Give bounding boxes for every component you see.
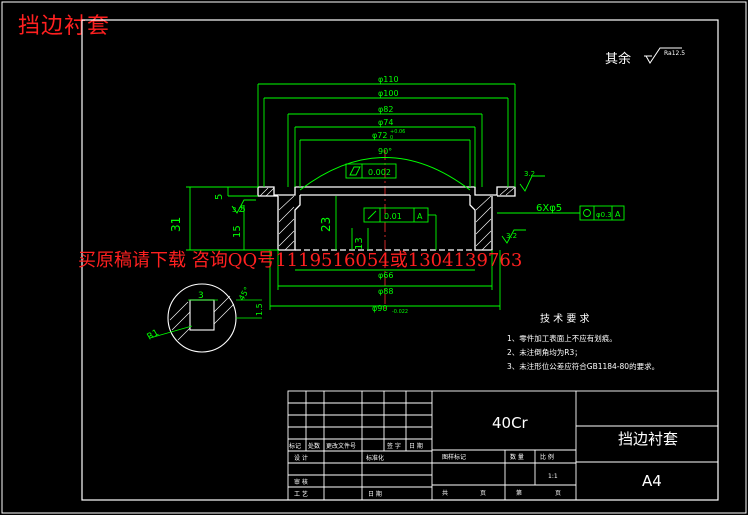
tb-standard: 标准化 xyxy=(366,454,384,462)
runout-datum: A xyxy=(417,212,423,221)
tb-sheet: 页 xyxy=(480,490,486,497)
dim-h31: 31 xyxy=(169,217,183,232)
roughness-general-label: 其余 xyxy=(605,51,631,67)
detail-height: 1.5 xyxy=(255,303,264,316)
flatness-value: 0.002 xyxy=(368,168,391,177)
tb-scale-value: 1:1 xyxy=(548,473,558,480)
dim-d74: φ74 xyxy=(378,118,393,127)
roughness-32-left: 3.2 xyxy=(232,206,243,214)
tb-count: 处数 xyxy=(308,442,320,450)
tb-page: 页 xyxy=(555,490,561,497)
dim-h5b: 5 xyxy=(240,205,246,215)
dim-angle90: 90° xyxy=(378,147,392,156)
tb-date: 日 期 xyxy=(409,442,423,450)
dim-h5a: 5 xyxy=(214,194,225,200)
detail-radius: R1 xyxy=(146,328,161,343)
tb-scale: 比 例 xyxy=(540,453,554,461)
runout-frame xyxy=(363,207,437,250)
diameter-dims xyxy=(257,83,516,310)
position-datum: A xyxy=(615,210,621,219)
material: 40Cr xyxy=(492,414,529,432)
dome-arc xyxy=(299,157,471,191)
dim-d82: φ82 xyxy=(378,105,393,114)
dim-d72: φ72 xyxy=(372,131,387,140)
dim-d90-tol: -0.022 xyxy=(392,309,408,315)
part-name: 挡边衬套 xyxy=(618,430,678,448)
part-section xyxy=(257,186,516,251)
dim-d72-tol-lower: 0 xyxy=(390,135,393,141)
tb-weight: 数 量 xyxy=(510,453,524,461)
tech-req-item-2: 2、未注倒角均为R3； xyxy=(507,347,582,357)
watermark-contact: 买原稿请下载 咨询QQ号1119516054或1304139763 xyxy=(78,250,523,271)
dim-h13: 13 xyxy=(354,237,365,250)
dim-d100: φ100 xyxy=(378,89,399,98)
dim-d90: φ90 xyxy=(372,304,387,313)
roughness-32-top: 3.2 xyxy=(524,170,535,178)
dim-h15: 15 xyxy=(232,225,243,238)
dim-d110: φ110 xyxy=(378,75,399,84)
roughness-32-mid: 3.2 xyxy=(506,232,517,240)
detail-view xyxy=(149,283,262,353)
position-value: φ0.3 xyxy=(596,211,612,219)
tb-sheet-no: 第 xyxy=(516,489,522,497)
dim-d66: φ66 xyxy=(378,271,393,280)
tb-review: 审 核 xyxy=(294,478,308,486)
runout-value: 0.01 xyxy=(384,212,402,221)
dim-h23: 23 xyxy=(319,217,333,232)
title-block xyxy=(287,390,719,501)
sheet-size: A4 xyxy=(642,472,662,490)
tb-stage-mark: 图样标记 xyxy=(442,453,466,461)
holes-label: 6Xφ5 xyxy=(536,203,562,214)
tb-sign: 签 字 xyxy=(387,442,401,450)
tb-total: 共 xyxy=(442,489,448,497)
dim-d88: φ88 xyxy=(378,287,393,296)
tb-process: 工 艺 xyxy=(294,490,308,498)
position-frame xyxy=(497,205,625,221)
tb-design: 设 计 xyxy=(294,454,308,462)
tech-req-item-1: 1、零件加工表面上不应有划痕。 xyxy=(507,333,617,343)
dim-d72-tol-upper: +0.06 xyxy=(390,129,405,135)
flatness-frame xyxy=(345,163,397,179)
tech-req-title: 技 术 要 求 xyxy=(540,312,590,325)
detail-width: 3 xyxy=(198,291,204,301)
section-hatch xyxy=(259,187,515,251)
roughness-general-value: Ra12.5 xyxy=(664,50,685,57)
tb-date2: 日 期 xyxy=(368,490,382,498)
roughness-general-symbol xyxy=(644,47,682,64)
tech-req-item-3: 3、未注形位公差应符合GB1184-80的要求。 xyxy=(507,361,659,371)
watermark-title: 挡边衬套 xyxy=(18,14,111,39)
height-dims xyxy=(186,186,369,251)
roughness-callouts xyxy=(231,175,545,244)
tb-mark: 标记 xyxy=(289,442,301,450)
tb-change-doc: 更改文件号 xyxy=(326,442,356,450)
